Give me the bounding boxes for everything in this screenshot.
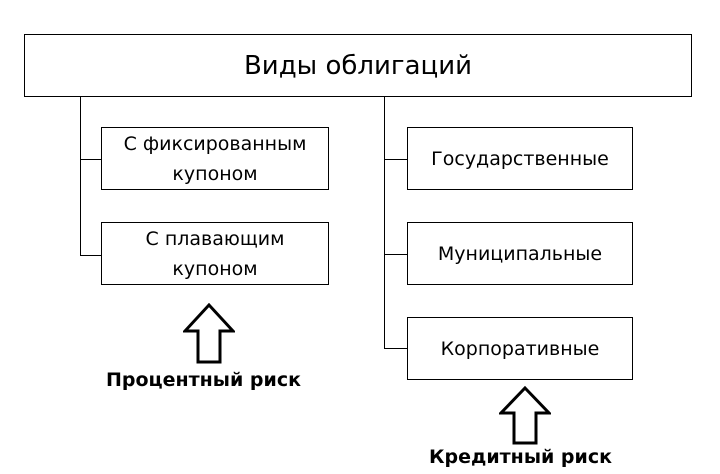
- right-node-municipal: Муниципальные: [407, 222, 633, 285]
- left-connector-1: [80, 159, 101, 160]
- right-connector-3: [384, 348, 407, 349]
- left-node-floating-coupon-label: С плавающим купоном: [145, 227, 285, 280]
- left-trunk-line: [80, 97, 81, 256]
- right-connector-1: [384, 159, 407, 160]
- right-node-government: Государственные: [407, 127, 633, 190]
- left-node-floating-coupon: С плавающим купоном: [101, 222, 329, 285]
- right-node-corporate-label: Корпоративные: [440, 337, 600, 360]
- interest-risk-label: Процентный риск: [106, 369, 301, 391]
- root-node: Виды облигаций: [24, 34, 692, 97]
- right-node-municipal-label: Муниципальные: [437, 242, 603, 265]
- right-node-corporate: Корпоративные: [407, 317, 633, 380]
- right-connector-2: [384, 254, 407, 255]
- left-node-fixed-coupon-label: С фиксированным купоном: [123, 132, 307, 185]
- root-label: Виды облигаций: [243, 50, 473, 81]
- credit-risk-arrow-icon: [499, 386, 551, 445]
- right-node-government-label: Государственные: [431, 147, 609, 170]
- interest-risk-arrow-icon: [183, 303, 235, 364]
- credit-risk-label: Кредитный риск: [429, 446, 612, 468]
- left-node-fixed-coupon: С фиксированным купоном: [101, 127, 329, 190]
- right-trunk-line: [384, 97, 385, 349]
- left-connector-2: [80, 255, 101, 256]
